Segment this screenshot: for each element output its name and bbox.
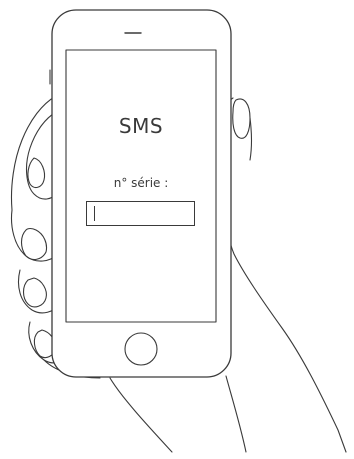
text-cursor bbox=[94, 206, 95, 221]
hand-thumb bbox=[222, 98, 346, 452]
home-button-icon bbox=[125, 333, 157, 365]
serial-number-input[interactable] bbox=[86, 201, 195, 226]
ring-nail bbox=[24, 278, 47, 307]
middle-finger bbox=[12, 210, 58, 261]
hand-back bbox=[11, 96, 56, 210]
middle-nail bbox=[22, 229, 47, 260]
thumb-nail bbox=[233, 99, 250, 138]
thumb-edge bbox=[250, 118, 252, 160]
index-nail bbox=[28, 158, 45, 187]
hand-wrist bbox=[110, 378, 172, 452]
screen-title: SMS bbox=[66, 114, 216, 138]
hand-palm-edge bbox=[226, 376, 246, 452]
serial-number-label: n° série : bbox=[66, 176, 216, 190]
